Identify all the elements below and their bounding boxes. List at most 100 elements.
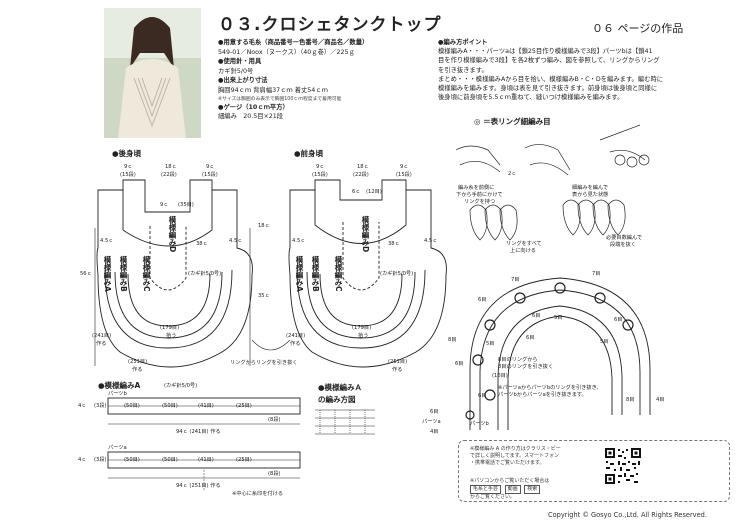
ring-label: 6目: [455, 361, 464, 367]
strip-a-label: (8段): [268, 471, 281, 477]
front-dim: 作る: [392, 367, 403, 373]
ring-step-label: リングをすべて: [506, 241, 542, 247]
strip-b-label: (50目): [124, 403, 140, 409]
ring-section-title: ◎ ＝表リング細編み目: [474, 117, 551, 126]
strip-a-label: (25目): [236, 457, 252, 463]
back-dim: 拾う: [166, 333, 177, 339]
pattern-a-method-chart: [315, 409, 375, 435]
ring-label: 7目: [592, 271, 601, 277]
ring-step-label: 段端を抜く: [610, 242, 636, 248]
front-pattern-c: 模様編みC: [334, 256, 343, 292]
pattern-a-title: ●模様編みA: [98, 381, 141, 390]
strip-b-label: (50目): [162, 403, 178, 409]
front-dim: 4.5ｃ: [424, 238, 438, 244]
back-dim: 35ｃ: [258, 293, 270, 299]
back-dim: (241目): [92, 333, 112, 339]
tools-line: カギ針5/0号: [218, 67, 254, 75]
front-dim: (251目): [388, 359, 408, 365]
ring-label: 6目: [478, 393, 487, 399]
back-dim: 56ｃ: [80, 271, 92, 277]
ring-label: 6目: [430, 409, 439, 415]
part-b-label: パーツb: [108, 391, 127, 397]
ring-step-label: 上に向ける: [510, 248, 536, 254]
back-pattern-c: 模様編みC: [142, 256, 151, 292]
ring-step-label: リングを持つ: [464, 199, 496, 205]
strip-b-label: (8段): [268, 417, 281, 423]
back-dim: 作る: [96, 341, 107, 347]
back-pattern-a: 模様編みA: [103, 256, 112, 292]
strip-a-bottom: 94ｃ (251目) 作る: [176, 483, 221, 489]
points-line: を引き抜きます。: [438, 66, 488, 74]
front-body-outline: [251, 179, 447, 368]
ring-label: 5目: [554, 315, 563, 321]
pc-note: ※パソコンからご覧いただく場合は 毛糸と手芸 動画 検索 からご覧ください。: [470, 478, 590, 501]
front-dim: 9ｃ: [400, 164, 409, 170]
tools-heading: ●使用針・用具: [218, 58, 262, 66]
strip-b-label: (25目): [236, 403, 252, 409]
materials-info: ●用意する毛糸（商品番号ー色番号／商品名／数量） 549-01／Noox（ヌーク…: [218, 38, 428, 122]
copyright: Copyright © Gosyo Co.,Ltd. All Rights Re…: [548, 511, 707, 519]
page-title: ０３.クロシェタンクトップ: [218, 15, 442, 35]
ring-label: パーツa: [422, 419, 441, 425]
page-reference: ０６ ページの作品: [592, 22, 684, 35]
ring-label: (16目): [492, 373, 508, 379]
back-dim: (22段): [161, 172, 177, 178]
ring-label: 6目: [614, 317, 623, 323]
strip-b-label: 4ｃ: [78, 403, 87, 409]
back-body-outline: [94, 179, 253, 368]
points-line: 模様編みA・・・パーツaは【鎖25目作り模様編みで3段】パーツbは【鎖41: [438, 48, 653, 56]
ring-note: パーツbからパーツaを引き抜きます。: [498, 392, 587, 398]
yarn-line: 549-01／Noox（ヌークス）（40ｇ巻）／225ｇ: [218, 48, 355, 56]
front-dim: 9ｃ: [316, 164, 325, 170]
front-dim: (15段): [312, 172, 328, 178]
pattern-a-strips: [107, 397, 301, 490]
ring-label: 4目: [656, 397, 665, 403]
ring-label: 5目: [486, 341, 495, 347]
qr-code-icon[interactable]: [604, 447, 642, 485]
back-dim: 18ｃ: [258, 223, 270, 229]
front-dim: (12目): [366, 189, 382, 195]
yarn-craft-button[interactable]: 毛糸と手芸: [470, 485, 502, 494]
front-pattern-d: 模様編みD: [361, 216, 370, 253]
ring-label: 6目: [478, 297, 487, 303]
back-dim: 9ｃ: [206, 164, 215, 170]
note-line: ・携帯電話でご覧いただけます。: [470, 460, 545, 466]
front-dim: (241目): [286, 333, 306, 339]
size-line: 胸囲94ｃｍ 背肩幅37ｃｍ 着丈54ｃｍ: [218, 86, 328, 94]
strip-b-bottom: 94ｃ (241目) 作る: [176, 429, 221, 435]
knitting-points: ●編み方ポイント 模様編みA・・・パーツaは【鎖25目作り模様編みで3段】パーツ…: [438, 38, 738, 102]
video-button[interactable]: 動画: [504, 485, 521, 494]
gauge-line: 細編み 20.5目×21段: [218, 113, 284, 121]
size-note: ※サイズは胸囲のみ表示で胸囲100ｃｍ程度まで着用可能: [218, 96, 342, 102]
points-heading: ●編み方ポイント: [438, 39, 488, 46]
note-line: ※模様編み A の作り方はクラリス・ビー: [470, 446, 561, 452]
back-dim: (15段): [202, 172, 218, 178]
front-dim: (15段): [396, 172, 412, 178]
back-dim: (15段): [120, 172, 136, 178]
front-pattern-a: 模様編みA: [295, 256, 304, 292]
ring-step-label: 2ｃ: [508, 171, 517, 177]
ring-step-label: 表から見た状態: [572, 192, 609, 198]
part-a-label: パーツa: [108, 445, 127, 451]
pattern-a-method-subtitle: の編み方図: [318, 395, 356, 404]
search-button[interactable]: 検索: [524, 485, 541, 494]
strip-b-label: (3段): [94, 403, 107, 409]
strip-a-label: (41目): [198, 457, 214, 463]
strip-a-label: 4ｃ: [78, 457, 87, 463]
ring-label: パーツb: [470, 421, 489, 427]
back-body-title: ●後身頃: [112, 149, 142, 158]
back-dim: (179目): [160, 325, 180, 331]
ring-label: 6目: [526, 335, 535, 341]
yarn-heading: ●用意する毛糸（商品番号ー色番号／商品名／数量）: [218, 39, 369, 46]
front-pattern-b: 模様編みB: [311, 256, 320, 292]
back-dim: 4.5ｃ: [100, 238, 114, 244]
center-note: ※中心に糸印を付ける: [232, 491, 284, 497]
back-pattern-d: 模様編みD: [168, 216, 177, 253]
ring-technique-illustrations: [455, 124, 650, 241]
back-pattern-b: 模様編みB: [119, 256, 128, 292]
note-line: ※パソコンからご覧いただく場合は: [470, 478, 550, 484]
back-dim: 9ｃ: [124, 164, 133, 170]
ring-join-diagram: [465, 277, 651, 430]
pattern-a-hook: (カギ針5/0号): [164, 383, 198, 389]
